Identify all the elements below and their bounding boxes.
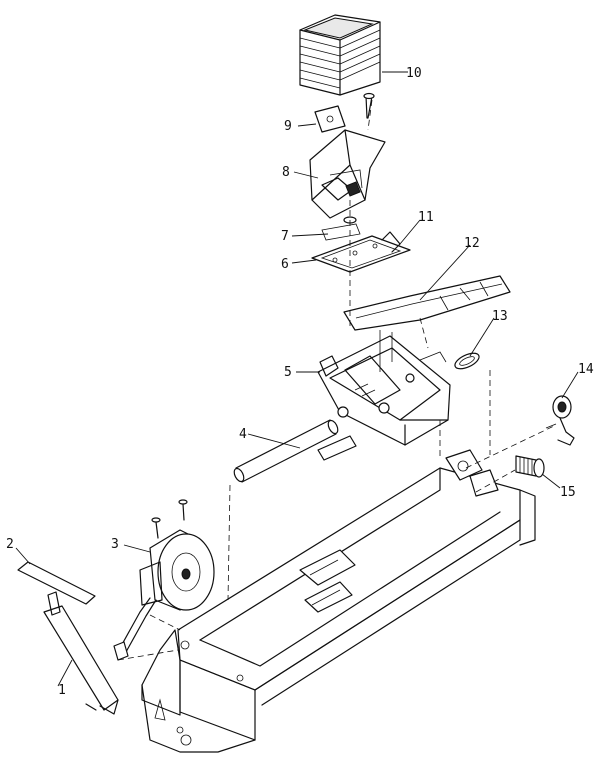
callout-1: 1 xyxy=(58,683,66,698)
part-10-heat-block xyxy=(299,14,381,96)
part-15-pulley xyxy=(515,455,545,478)
part-2-strip xyxy=(17,561,96,605)
part-4-roller xyxy=(233,406,357,483)
part-12-ribbon-cable xyxy=(343,275,511,331)
callout-labels: 1 2 3 4 5 6 7 8 9 10 11 12 13 14 15 xyxy=(6,66,594,698)
part-14-gear xyxy=(545,395,575,446)
callout-9: 9 xyxy=(284,119,292,134)
part-11-clip xyxy=(381,231,401,253)
callout-5: 5 xyxy=(284,365,292,380)
part-8-cover xyxy=(309,129,386,219)
callout-2: 2 xyxy=(6,537,14,552)
part-9-bracket xyxy=(314,92,375,133)
callout-12: 12 xyxy=(464,236,480,251)
alignment-lines xyxy=(117,99,557,661)
callout-3: 3 xyxy=(111,537,119,552)
callout-10: 10 xyxy=(406,66,422,81)
part-13-gasket xyxy=(454,352,480,370)
callout-13: 13 xyxy=(492,309,508,324)
callout-4: 4 xyxy=(239,427,247,442)
callout-14: 14 xyxy=(578,362,594,377)
callout-8: 8 xyxy=(282,165,290,180)
callout-7: 7 xyxy=(281,229,289,244)
callout-6: 6 xyxy=(281,257,289,272)
part-6-plate xyxy=(311,235,411,273)
part-7-washer xyxy=(321,216,361,241)
chassis-frame xyxy=(141,449,536,753)
part-1-lever xyxy=(43,591,119,715)
callout-11: 11 xyxy=(418,210,434,225)
leader-lines xyxy=(15,71,579,687)
callout-15: 15 xyxy=(560,485,576,500)
part-3-motor xyxy=(113,499,215,661)
